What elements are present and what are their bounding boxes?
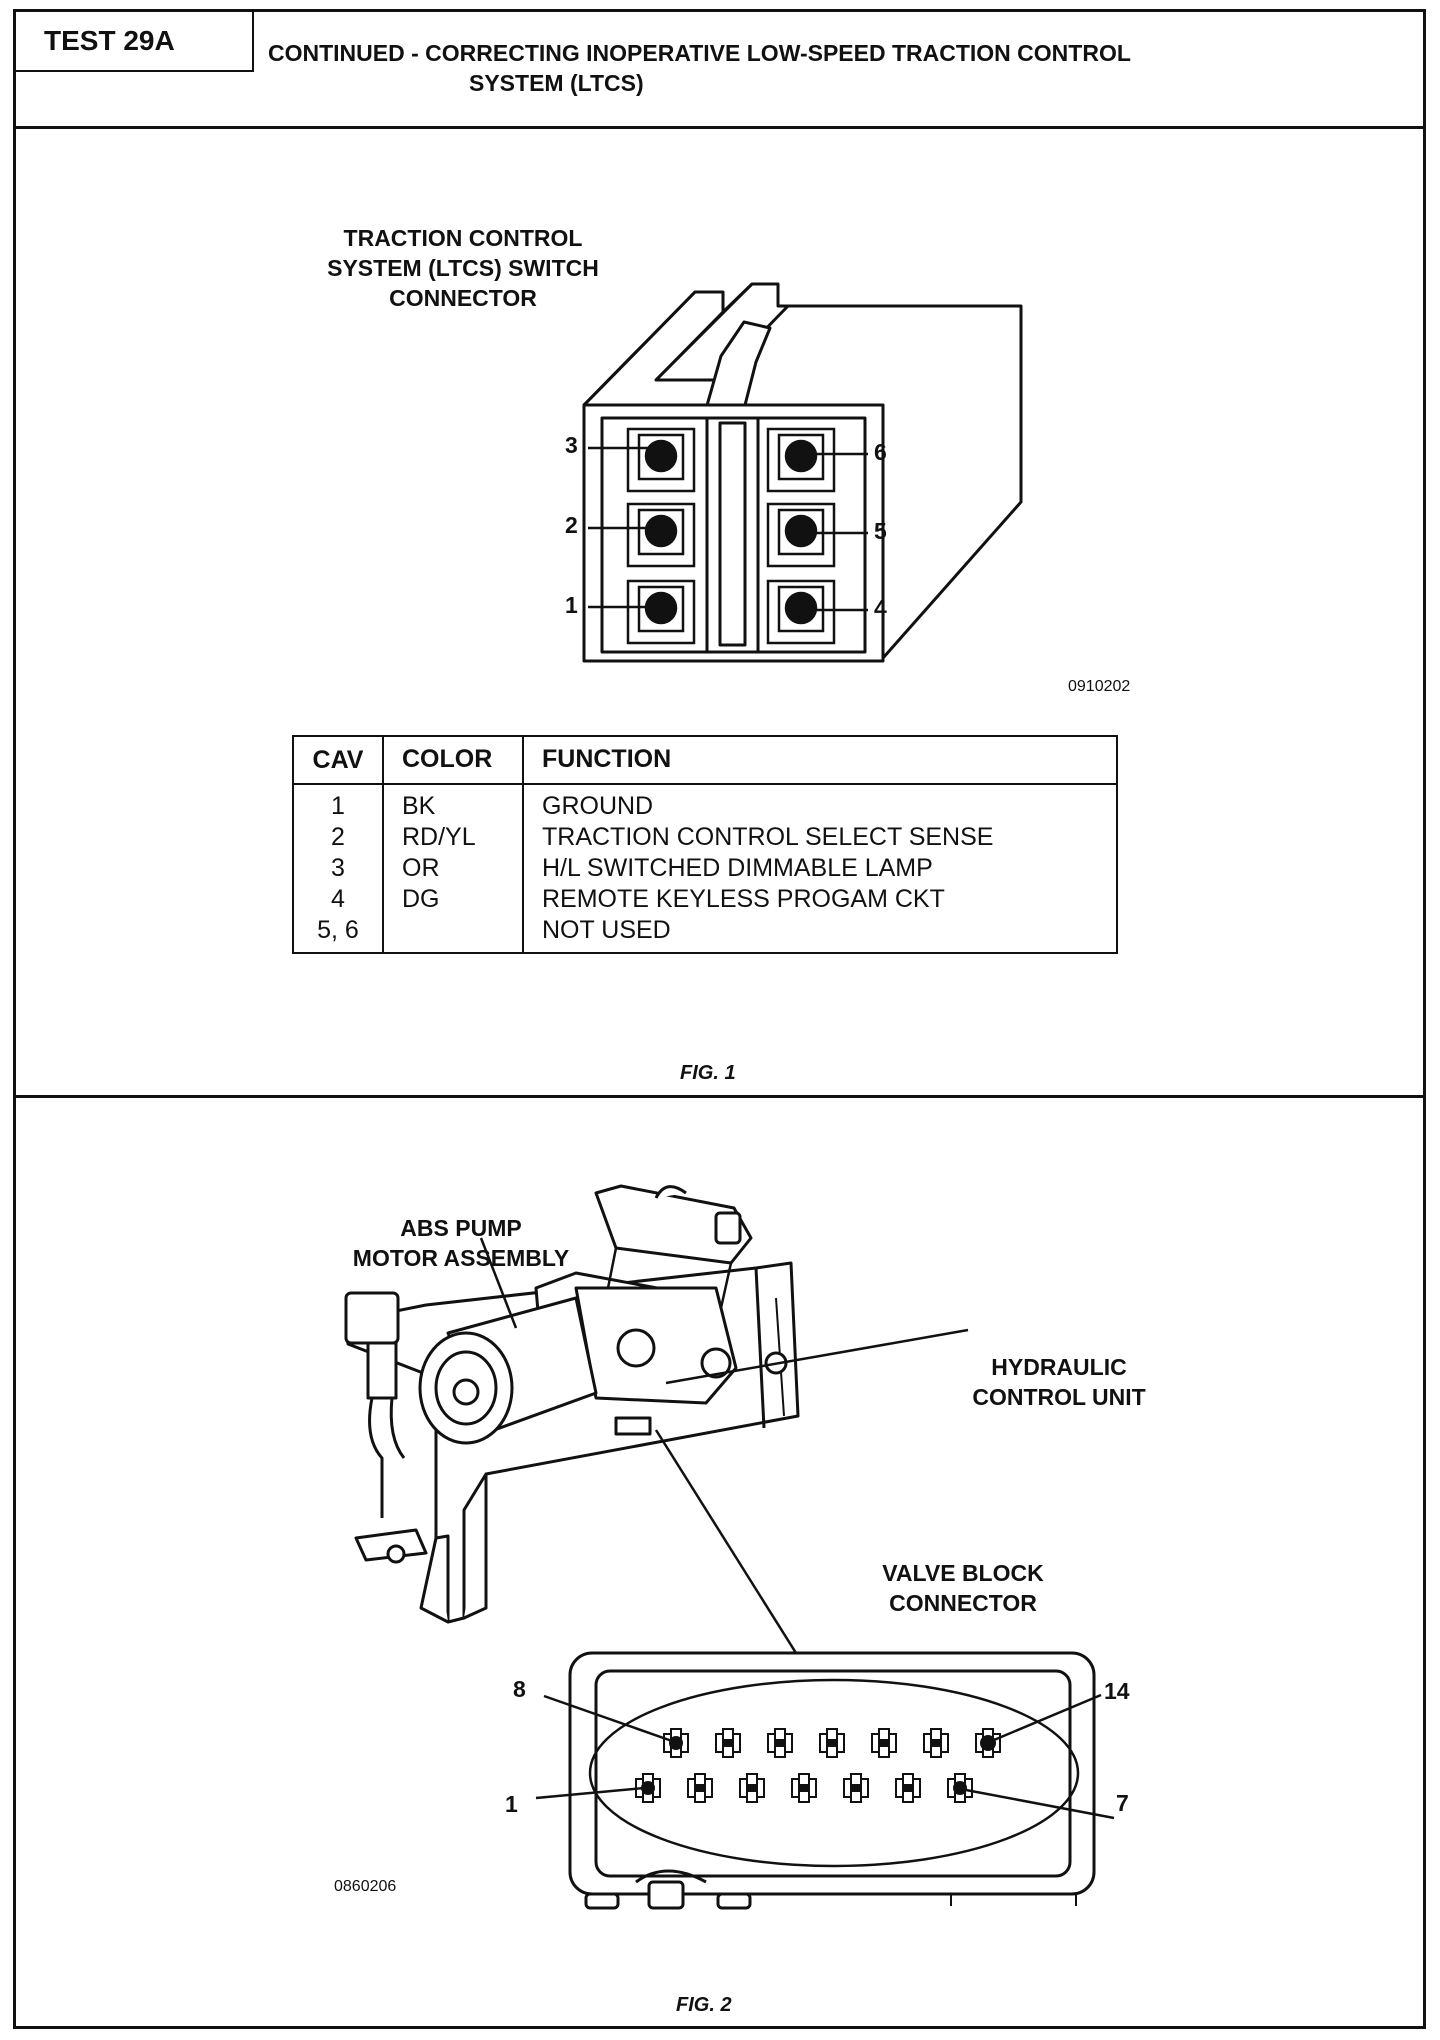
color-cell: RD/YL <box>382 822 524 853</box>
hydraulic-control-unit-label-line2: CONTROL UNIT <box>972 1384 1146 1410</box>
pin-label-4: 4 <box>874 595 887 621</box>
column-header-function: FUNCTION <box>522 735 1118 785</box>
function-cell: NOT USED <box>522 915 1118 953</box>
drawing-code: 0910202 <box>1068 678 1131 695</box>
function-cell: REMOTE KEYLESS PROGAM CKT <box>522 884 1118 915</box>
valve-block-connector-label-line1: VALVE BLOCK <box>882 1560 1044 1586</box>
figure-1-caption: FIG. 1 <box>680 1062 736 1084</box>
terminal-row-top <box>663 1728 1001 1758</box>
column-header-cav: CAV <box>292 735 384 785</box>
page-header: TEST 29A CONTINUED - CORRECTING INOPERAT… <box>16 12 1423 129</box>
pin-label-2: 2 <box>565 512 578 538</box>
ltcs-connector-label-line1: TRACTION CONTROL <box>343 225 583 251</box>
cavity-1 <box>626 579 696 645</box>
pin-label-1: 1 <box>565 592 578 618</box>
function-cell: H/L SWITCHED DIMMABLE LAMP <box>522 853 1118 884</box>
cavity-5 <box>766 502 836 568</box>
cav-cell: 3 <box>292 853 384 884</box>
table-row: 5, 6 NOT USED <box>292 915 1118 953</box>
cav-cell: 4 <box>292 884 384 915</box>
cav-cell: 5, 6 <box>292 915 384 953</box>
pin-label-14: 14 <box>1104 1678 1130 1704</box>
test-id-box: TEST 29A <box>16 12 254 72</box>
color-cell: BK <box>382 784 524 822</box>
pin-label-3: 3 <box>565 432 578 458</box>
table-row: 2 RD/YL TRACTION CONTROL SELECT SENSE <box>292 822 1118 853</box>
cavity-3 <box>626 427 696 493</box>
pin-label-5: 5 <box>874 518 887 544</box>
abs-pump-motor-label-line1: ABS PUMP <box>400 1215 522 1241</box>
test-page: TEST 29A CONTINUED - CORRECTING INOPERAT… <box>13 9 1426 2029</box>
cavity-2 <box>626 502 696 568</box>
cavity-table: CAV COLOR FUNCTION 1 BK GROUND 2 RD/YL T… <box>292 735 1118 954</box>
abs-hydraulic-unit-drawing <box>344 1184 1115 1910</box>
abs-pump-motor-label: ABS PUMP MOTOR ASSEMBLY <box>326 1213 596 1273</box>
ltcs-connector-label: TRACTION CONTROL SYSTEM (LTCS) SWITCH CO… <box>304 223 622 313</box>
terminal-row-bottom <box>635 1773 973 1803</box>
valve-block-connector-label-line2: CONNECTOR <box>889 1590 1037 1616</box>
ltcs-connector-label-line2: SYSTEM (LTCS) SWITCH <box>327 255 599 281</box>
figure-1-panel: TRACTION CONTROL SYSTEM (LTCS) SWITCH CO… <box>16 126 1423 1098</box>
page-title: CONTINUED - CORRECTING INOPERATIVE LOW-S… <box>268 38 1131 98</box>
page-title-line1: CONTINUED - CORRECTING INOPERATIVE LOW-S… <box>268 40 1131 66</box>
column-header-color: COLOR <box>382 735 524 785</box>
test-id: TEST 29A <box>44 25 175 56</box>
cav-cell: 2 <box>292 822 384 853</box>
valve-block-connector-label: VALVE BLOCK CONNECTOR <box>848 1558 1078 1618</box>
color-cell: DG <box>382 884 524 915</box>
table-row: 1 BK GROUND <box>292 784 1118 822</box>
color-cell: OR <box>382 853 524 884</box>
cavity-6 <box>766 427 836 493</box>
abs-pump-motor-label-line2: MOTOR ASSEMBLY <box>352 1245 570 1271</box>
pin-label-8: 8 <box>513 1676 526 1702</box>
hydraulic-control-unit-label-line1: HYDRAULIC <box>991 1354 1127 1380</box>
page-title-line2: SYSTEM (LTCS) <box>469 70 644 96</box>
ltcs-switch-connector-drawing <box>582 282 1023 663</box>
pin-label-6: 6 <box>874 439 887 465</box>
ltcs-connector-label-line3: CONNECTOR <box>389 285 537 311</box>
color-cell <box>382 915 524 953</box>
hydraulic-control-unit-label: HYDRAULIC CONTROL UNIT <box>944 1352 1174 1412</box>
drawing-code: 0860206 <box>334 1878 397 1895</box>
table-row: 4 DG REMOTE KEYLESS PROGAM CKT <box>292 884 1118 915</box>
figure-2-caption: FIG. 2 <box>676 1994 732 2016</box>
cav-cell: 1 <box>292 784 384 822</box>
function-cell: GROUND <box>522 784 1118 822</box>
table-row: 3 OR H/L SWITCHED DIMMABLE LAMP <box>292 853 1118 884</box>
function-cell: TRACTION CONTROL SELECT SENSE <box>522 822 1118 853</box>
table-header-row: CAV COLOR FUNCTION <box>292 735 1118 785</box>
pin-label-1: 1 <box>505 1791 518 1817</box>
figure-2-panel: ABS PUMP MOTOR ASSEMBLY HYDRAULIC CONTRO… <box>16 1098 1423 2026</box>
pin-label-7: 7 <box>1116 1790 1129 1816</box>
